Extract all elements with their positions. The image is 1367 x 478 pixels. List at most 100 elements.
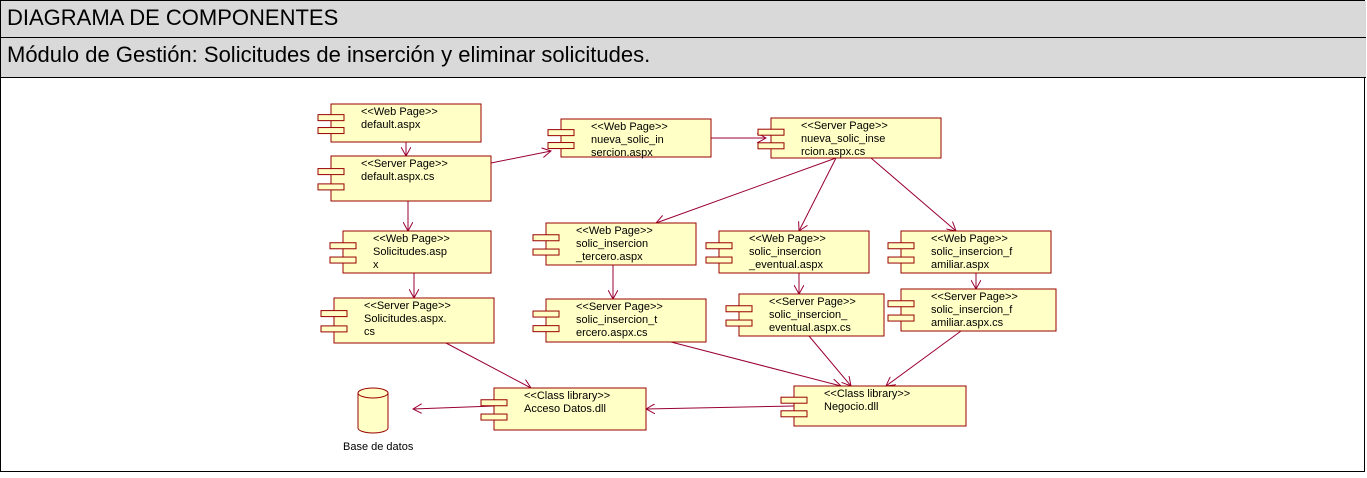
- component-tab-icon: [757, 142, 785, 150]
- component-tercero-aspx[interactable]: <<Web Page>>solic_insercion_tercero.aspx: [532, 222, 697, 266]
- component-name: solic_insercion_t: [576, 314, 657, 326]
- component-stereotype: <<Web Page>>: [361, 106, 438, 118]
- component-stereotype: <<Web Page>>: [591, 121, 668, 133]
- component-tab-icon: [547, 142, 575, 150]
- component-body: [770, 117, 942, 159]
- component-name: nueva_solic_inse: [801, 133, 885, 145]
- component-name: ercero.aspx.cs: [576, 327, 648, 339]
- component-tab-icon: [320, 310, 348, 318]
- component-tab-icon: [532, 325, 560, 333]
- component-tab-icon: [547, 129, 575, 137]
- component-tab-icon: [317, 114, 345, 122]
- dependency-arrow: [670, 341, 841, 386]
- component-tab-icon: [317, 168, 345, 176]
- component-stereotype: <<Class library>>: [824, 388, 910, 400]
- component-name: _eventual.aspx: [748, 259, 823, 271]
- component-stereotype: <<Server Page>>: [361, 158, 448, 170]
- component-negocio[interactable]: <<Class library>>Negocio.dll: [780, 385, 967, 427]
- component-stereotype: <<Server Page>>: [364, 300, 451, 312]
- component-stereotype: <<Web Page>>: [576, 225, 653, 237]
- component-solicitudes-aspx[interactable]: <<Web Page>>Solicitudes.aspx: [329, 230, 492, 274]
- component-name: amiliar.aspx.cs: [931, 317, 1004, 329]
- database-node: Base de datos: [343, 387, 414, 453]
- component-name: default.aspx.cs: [361, 171, 435, 183]
- component-solicitudes-aspx-cs[interactable]: <<Server Page>>Solicitudes.aspx.cs: [320, 297, 495, 344]
- component-tercero-aspx-cs[interactable]: <<Server Page>>solic_insercion_tercero.a…: [532, 298, 707, 343]
- component-name: x: [373, 259, 379, 271]
- component-name: eventual.aspx.cs: [769, 322, 851, 334]
- component-body: [342, 230, 492, 274]
- component-tab-icon: [532, 310, 560, 318]
- dependency-edges: [406, 138, 976, 409]
- component-eventual-aspx-cs[interactable]: <<Server Page>>solic_insercion_eventual.…: [725, 293, 885, 337]
- component-name: cs: [364, 326, 376, 338]
- component-tab-icon: [757, 128, 785, 136]
- component-tab-icon: [329, 242, 357, 250]
- dependency-arrow: [413, 406, 495, 409]
- component-stereotype: <<Web Page>>: [749, 233, 826, 245]
- component-body: [560, 118, 712, 158]
- component-tab-icon: [317, 127, 345, 135]
- component-name: Solicitudes.aspx.: [364, 313, 447, 325]
- component-body: [545, 298, 707, 343]
- component-tab-icon: [780, 410, 808, 418]
- component-name: solic_insercion_: [769, 309, 848, 321]
- dependency-arrow: [656, 157, 837, 223]
- component-body: [738, 293, 885, 337]
- component-default-aspx-cs[interactable]: <<Server Page>>default.aspx.cs: [317, 155, 492, 202]
- component-tab-icon: [480, 413, 508, 421]
- dependency-arrow: [870, 157, 956, 231]
- component-tab-icon: [887, 314, 915, 322]
- diagram-subtitle: Módulo de Gestión: Solicitudes de inserc…: [1, 38, 1366, 78]
- component-eventual-aspx[interactable]: <<Web Page>>solic_insercion_eventual.asp…: [705, 230, 870, 274]
- component-tab-icon: [887, 256, 915, 264]
- component-name: sercion.aspx: [591, 147, 653, 159]
- component-stereotype: <<Web Page>>: [373, 233, 450, 245]
- dependency-arrow: [886, 330, 962, 386]
- component-tab-icon: [532, 234, 560, 242]
- component-tab-icon: [780, 396, 808, 404]
- component-tab-icon: [705, 256, 733, 264]
- database-cylinder-icon: [357, 393, 389, 434]
- dependency-arrow: [646, 406, 795, 409]
- component-nueva-aspx-cs[interactable]: <<Server Page>>nueva_solic_insercion.asp…: [757, 117, 942, 159]
- component-body: [718, 230, 870, 274]
- component-name: Solicitudes.asp: [373, 246, 447, 258]
- component-name: solic_insercion_f: [931, 246, 1013, 258]
- component-tab-icon: [887, 300, 915, 308]
- component-name: solic_insercion_f: [931, 304, 1013, 316]
- component-stereotype: <<Server Page>>: [931, 291, 1018, 303]
- component-tab-icon: [725, 319, 753, 327]
- component-body: [330, 155, 492, 202]
- component-body: [900, 230, 1052, 274]
- component-body: [793, 385, 967, 427]
- component-body: [900, 288, 1057, 332]
- component-stereotype: <<Web Page>>: [931, 233, 1008, 245]
- component-default-aspx[interactable]: <<Web Page>>default.aspx: [317, 103, 482, 143]
- database-label: Base de datos: [343, 441, 414, 453]
- component-tab-icon: [705, 242, 733, 250]
- component-acceso-datos[interactable]: <<Class library>>Acceso Datos.dll: [480, 387, 647, 431]
- component-tab-icon: [887, 242, 915, 250]
- component-body: [330, 103, 482, 143]
- component-name: _tercero.aspx: [575, 251, 643, 263]
- component-body: [333, 297, 495, 344]
- component-name: nueva_solic_in: [591, 134, 664, 146]
- component-tab-icon: [317, 183, 345, 191]
- component-stereotype: <<Server Page>>: [801, 120, 888, 132]
- component-tab-icon: [725, 305, 753, 313]
- component-familiar-aspx[interactable]: <<Web Page>>solic_insercion_familiar.asp…: [887, 230, 1052, 274]
- component-name: Negocio.dll: [824, 401, 878, 413]
- component-name: Acceso Datos.dll: [524, 403, 606, 415]
- diagram-title: DIAGRAMA DE COMPONENTES: [1, 1, 1366, 38]
- component-tab-icon: [532, 248, 560, 256]
- dependency-arrow: [490, 151, 551, 164]
- component-familiar-aspx-cs[interactable]: <<Server Page>>solic_insercion_familiar.…: [887, 288, 1057, 332]
- component-diagram: <<Web Page>>default.aspx<<Server Page>>d…: [317, 103, 1057, 453]
- component-stereotype: <<Server Page>>: [576, 301, 663, 313]
- component-nueva-aspx[interactable]: <<Web Page>>nueva_solic_insercion.aspx: [547, 118, 712, 159]
- component-body: [545, 222, 697, 266]
- component-stereotype: <<Class library>>: [524, 390, 610, 402]
- component-tab-icon: [480, 399, 508, 407]
